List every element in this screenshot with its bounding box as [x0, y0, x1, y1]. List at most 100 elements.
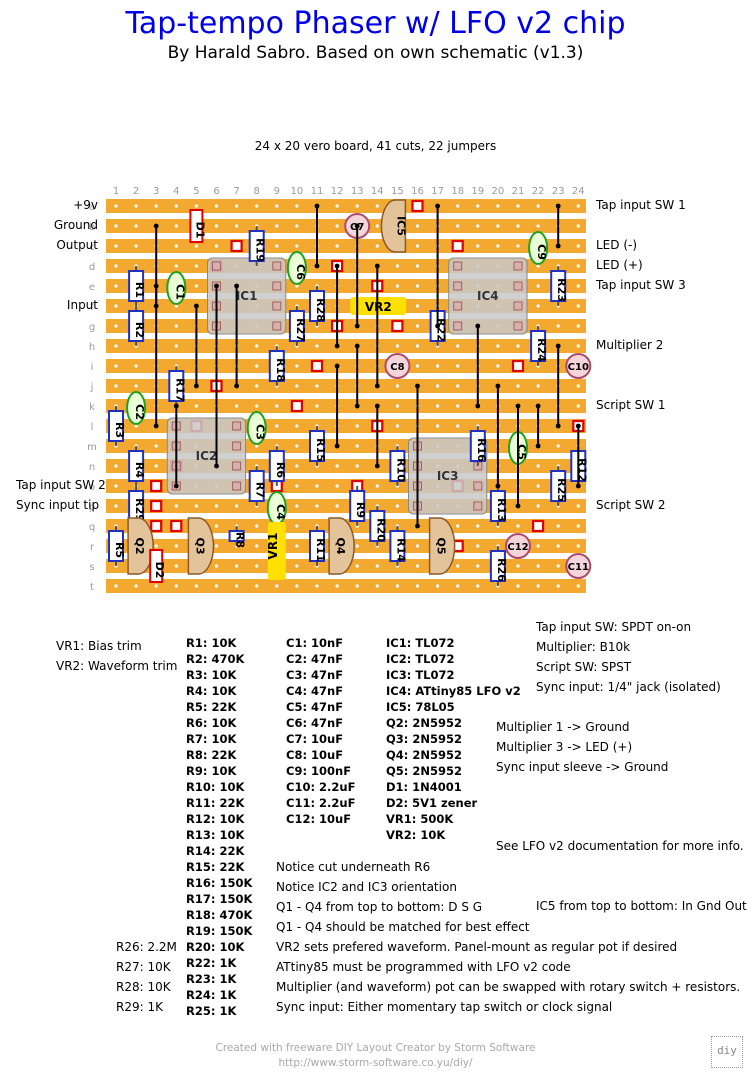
column-label: 8 — [254, 186, 260, 197]
jumper-wire — [153, 283, 159, 429]
legend-item: R22: 1K — [186, 956, 237, 970]
strip-row-c — [106, 239, 586, 253]
jumper-wire — [334, 263, 340, 349]
legend-item: R12: 10K — [186, 812, 245, 826]
strip-row-i — [106, 359, 586, 373]
legend-item: C12: 10uF — [286, 812, 352, 826]
capacitor-c1: C1 — [166, 271, 187, 305]
jumper-wire — [535, 403, 541, 449]
legend-item: VR1: 500K — [386, 812, 454, 826]
resistor-r18: R18 — [268, 346, 287, 386]
right-label: Tap input SW 1 — [596, 198, 686, 212]
svg-text:Q5: Q5 — [435, 537, 448, 554]
capacitor-c8: C8 — [384, 353, 411, 379]
row-label: i — [91, 362, 94, 373]
track-cut — [451, 239, 464, 253]
strip-row-h — [106, 339, 586, 353]
column-label: 16 — [411, 186, 424, 197]
svg-text:R20: R20 — [374, 518, 387, 542]
svg-text:R1: R1 — [133, 282, 146, 298]
resistor-r25: R25 — [550, 466, 568, 506]
row-label: r — [90, 542, 95, 553]
svg-text:C12: C12 — [507, 542, 528, 553]
jumper-wire — [374, 403, 380, 469]
legend-item: C7: 10uF — [286, 732, 344, 746]
column-label: 4 — [173, 186, 179, 197]
column-label: 15 — [391, 186, 404, 197]
svg-text:IC1: IC1 — [236, 289, 258, 303]
svg-text:C5: C5 — [515, 444, 528, 460]
legend-item: R8: 22K — [186, 748, 237, 762]
jumper-wire — [475, 323, 481, 409]
legend-item: Tap input SW: SPDT on-on — [536, 620, 692, 634]
svg-text:VR1: VR1 — [266, 533, 280, 560]
transistor-q2: Q2 — [127, 517, 154, 575]
jumper-wire — [234, 283, 240, 389]
svg-text:R7: R7 — [254, 482, 267, 498]
capacitor-c11: C11 — [565, 553, 592, 579]
track-cut — [230, 239, 243, 253]
legend-item: R6: 10K — [186, 716, 237, 730]
column-label: 19 — [471, 186, 484, 197]
svg-text:C10: C10 — [568, 362, 589, 373]
legend-item: Multiplier: B10k — [536, 640, 631, 654]
resistor-r9: R9 — [349, 486, 367, 526]
svg-text:R11: R11 — [314, 538, 327, 562]
svg-text:R23: R23 — [555, 278, 568, 302]
row-label: b — [89, 222, 95, 233]
resistor-r24: R24 — [530, 326, 548, 366]
legend-item: R10: 10K — [186, 780, 245, 794]
column-label: 10 — [291, 186, 304, 197]
legend-item: R15: 22K — [186, 860, 245, 874]
legend-item: C11: 2.2uF — [286, 796, 356, 810]
row-label: e — [89, 282, 95, 293]
legend-item: R28: 10K — [116, 980, 171, 994]
capacitor-c4: C4 — [266, 491, 287, 525]
column-label: 22 — [532, 186, 545, 197]
board-info: 24 x 20 vero board, 41 cuts, 22 jumpers — [254, 139, 497, 153]
resistor-r8: R8 — [228, 526, 247, 548]
svg-text:R25: R25 — [555, 478, 568, 502]
legend-item: R14: 22K — [186, 844, 245, 858]
row-label: g — [89, 322, 95, 333]
legend-item: R7: 10K — [186, 732, 237, 746]
svg-text:R5: R5 — [113, 542, 126, 558]
resistor-r6: R6 — [268, 446, 287, 486]
column-label: 24 — [572, 186, 585, 197]
svg-text:R26: R26 — [495, 558, 508, 582]
resistor-r10: R10 — [389, 446, 407, 486]
legend-item: Sync input sleeve -> Ground — [496, 760, 669, 774]
transistor-q4: Q4 — [328, 517, 355, 575]
legend-pot: VR1: Bias trim — [56, 639, 142, 653]
legend-item: IC2: TL072 — [386, 652, 455, 666]
row-label: t — [90, 582, 94, 593]
legend-item: R23: 1K — [186, 972, 237, 986]
legend-item: R19: 150K — [186, 924, 253, 938]
legend-item: C4: 47nF — [286, 684, 344, 698]
svg-text:R12: R12 — [575, 458, 588, 482]
column-label: 3 — [153, 186, 159, 197]
svg-text:R28: R28 — [314, 298, 327, 322]
track-cut — [150, 519, 163, 533]
jumper-wire — [214, 283, 219, 469]
jumper-wire — [354, 223, 360, 329]
ic5-note: IC5 from top to bottom: In Gnd Out — [536, 899, 747, 913]
transistor-q3: Q3 — [187, 517, 215, 575]
strip-row-k — [106, 399, 586, 413]
resistor-r3: R3 — [108, 406, 126, 446]
jumper-wires — [153, 203, 581, 529]
row-label: a — [89, 202, 95, 213]
legend-item: Q5: 2N5952 — [386, 764, 463, 778]
svg-text:R24: R24 — [535, 338, 548, 362]
legend-item: IC1: TL072 — [386, 636, 455, 650]
legend-item: IC4: ATtiny85 LFO v2 — [386, 684, 521, 698]
svg-text:Q3: Q3 — [193, 537, 206, 554]
diode-d2: D2 — [149, 549, 166, 583]
legend-item: R25: 1K — [186, 1004, 237, 1018]
resistor-r17: R17 — [168, 366, 186, 406]
left-label: Tap input SW 2 — [16, 478, 106, 492]
resistor-r1: R1 — [128, 266, 146, 306]
resistor-r12: R12 — [570, 446, 588, 486]
legend-item: R24: 1K — [186, 988, 237, 1002]
left-label: +9v — [73, 198, 98, 212]
